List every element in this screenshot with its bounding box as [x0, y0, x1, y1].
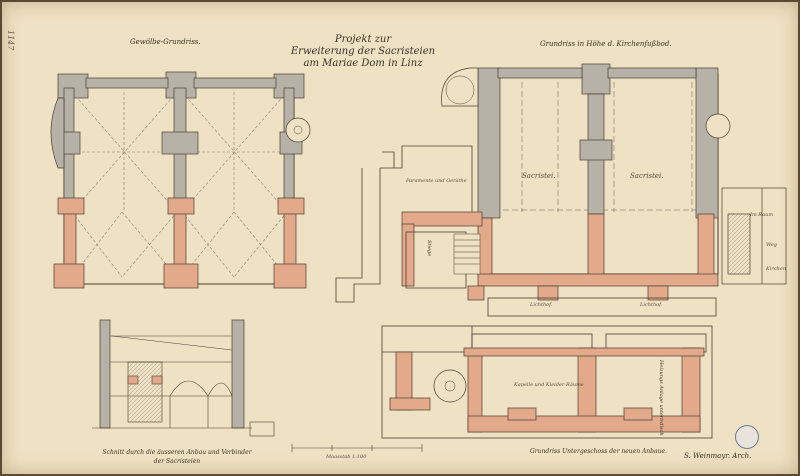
right-room-label-2: Weg	[766, 242, 777, 248]
right-room-label-3: Kirchen	[766, 266, 786, 272]
vault-plan	[50, 71, 311, 289]
stair-label: Stiege	[426, 240, 432, 257]
basement-room-label: Kapelle und Kleider-Räume	[514, 382, 584, 388]
margin-note: 1147	[6, 30, 15, 51]
architect-signature: S. Weinmayr. Arch.	[684, 452, 752, 460]
title-line-3: am Mariae Dom in Linz	[303, 58, 423, 69]
section-drawing	[92, 319, 275, 437]
basement-plan	[381, 325, 713, 439]
section-label: Schnitt durch die äusseren Anbau und Ver…	[102, 449, 252, 465]
lichthof-1-label: Lichthof.	[530, 302, 553, 308]
scale-bar	[291, 444, 423, 452]
basement-plan-label: Grundriss Untergeschoss der neuen Anbaue…	[530, 448, 667, 455]
library-stamp	[735, 425, 759, 449]
church-level-plan	[335, 63, 787, 317]
sheet-title: Projekt zur Erweiterung der Sacristeien …	[288, 34, 438, 70]
title-line-2: Erweiterung der Sacristeien	[290, 46, 436, 57]
sacristy-1-label: Sacristei.	[522, 172, 556, 180]
corridor-label: Paramente und Geräthe	[406, 178, 467, 184]
scale-bar-label: Maasstab 1:100	[326, 454, 367, 460]
church-level-plan-label: Grundriss in Höhe d. Kirchenfußbod.	[540, 40, 672, 48]
sacristy-2-label: Sacristei.	[630, 172, 664, 180]
lichthof-2-label: Lichthof.	[640, 302, 663, 308]
vault-plan-label: Gewölbe-Grundriss.	[130, 38, 201, 46]
title-line-1: Projekt zur	[334, 34, 392, 45]
right-room-label-1: Im Raum	[750, 212, 774, 218]
basement-note-label: Heizungs Anlage unterirdisch	[658, 360, 664, 436]
